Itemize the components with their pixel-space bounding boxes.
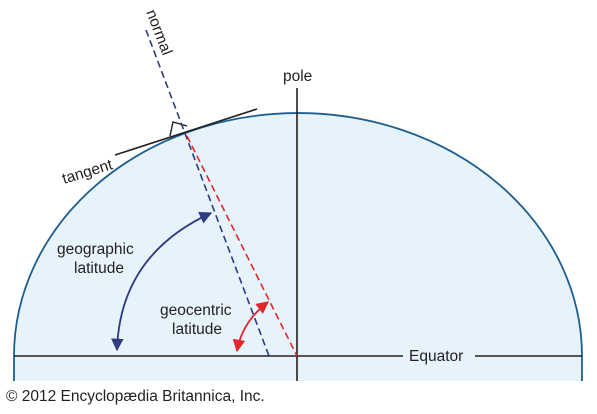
geographic-latitude-label-line2: latitude (74, 260, 124, 277)
tangent-line (114, 108, 258, 156)
earth-outline (13, 112, 583, 381)
geographic-latitude-label-line1: geographic (57, 241, 134, 258)
geographic-latitude-arrow (111, 212, 213, 352)
geocentric-latitude-label-line2: latitude (172, 321, 222, 338)
equator-label: Equator (409, 348, 463, 365)
geocentric-radius-line (186, 135, 298, 357)
pole-label: pole (283, 68, 312, 85)
geocentric-latitude-arrow (232, 301, 269, 353)
geocentric-latitude-label-line1: geocentric (160, 302, 232, 319)
copyright-notice: © 2012 Encyclopædia Britannica, Inc. (6, 388, 265, 405)
